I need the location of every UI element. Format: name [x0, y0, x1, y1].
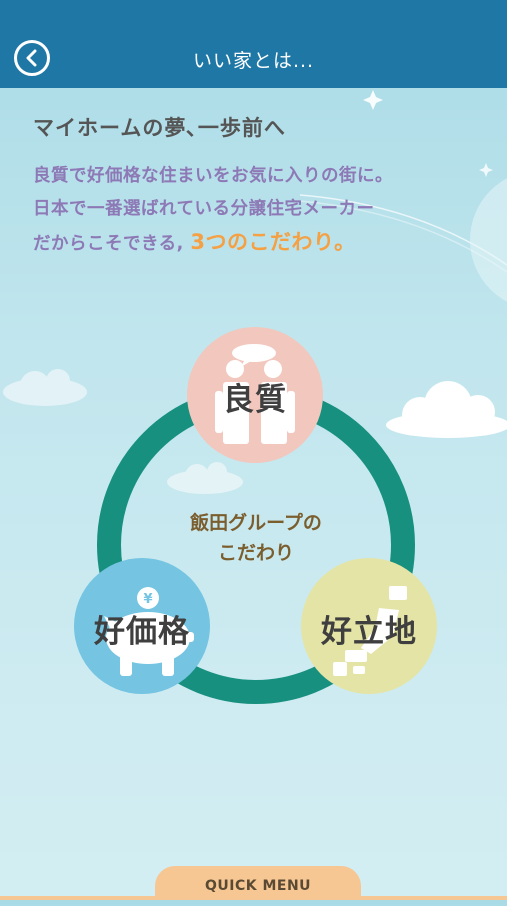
node-price-label: 好価格 — [94, 614, 190, 650]
intro-line-3-prefix: だからこそできる, — [33, 234, 184, 254]
quick-menu-button[interactable]: QUICK MENU — [155, 866, 361, 900]
diagram-center-label: 飯田グループの こだわり — [156, 508, 356, 568]
center-label-line-2: こだわり — [217, 542, 294, 564]
intro-line-1: 良質で好価格な住まいをお気に入りの街に。 — [33, 166, 393, 186]
chevron-left-icon — [26, 49, 37, 67]
node-quality[interactable]: 良質 — [187, 327, 323, 463]
cloud-shape — [386, 381, 507, 438]
bottom-bar — [0, 896, 507, 900]
tagline-heading: マイホームの夢､一歩前へ — [33, 116, 286, 140]
app-header: いい家とは... — [0, 0, 507, 88]
piggy-bank-yen-icon: ¥ — [104, 587, 194, 676]
cloud-shape — [3, 369, 87, 406]
intro-line-2: 日本で一番選ばれている分譲住宅メーカー — [33, 199, 375, 219]
sparkle-icon — [363, 90, 383, 110]
back-button[interactable] — [14, 40, 50, 76]
japan-map-icon — [333, 586, 407, 676]
node-location[interactable]: 好立地 — [301, 558, 437, 694]
intro-text: 良質で好価格な住まいをお気に入りの街に。 日本で一番選ばれている分譲住宅メーカー… — [33, 160, 493, 261]
node-quality-label: 良質 — [223, 382, 287, 418]
page-title: いい家とは... — [192, 50, 315, 72]
intro-highlight: 3つのこだわり。 — [190, 230, 356, 254]
node-price[interactable]: ¥ 好価格 — [74, 558, 210, 694]
center-label-line-1: 飯田グループの — [190, 512, 322, 534]
intro-line-3: だからこそできる, 3つのこだわり。 — [33, 226, 493, 261]
yen-symbol: ¥ — [143, 592, 152, 607]
node-location-label: 好立地 — [321, 614, 417, 650]
people-speech-icon — [215, 344, 295, 444]
